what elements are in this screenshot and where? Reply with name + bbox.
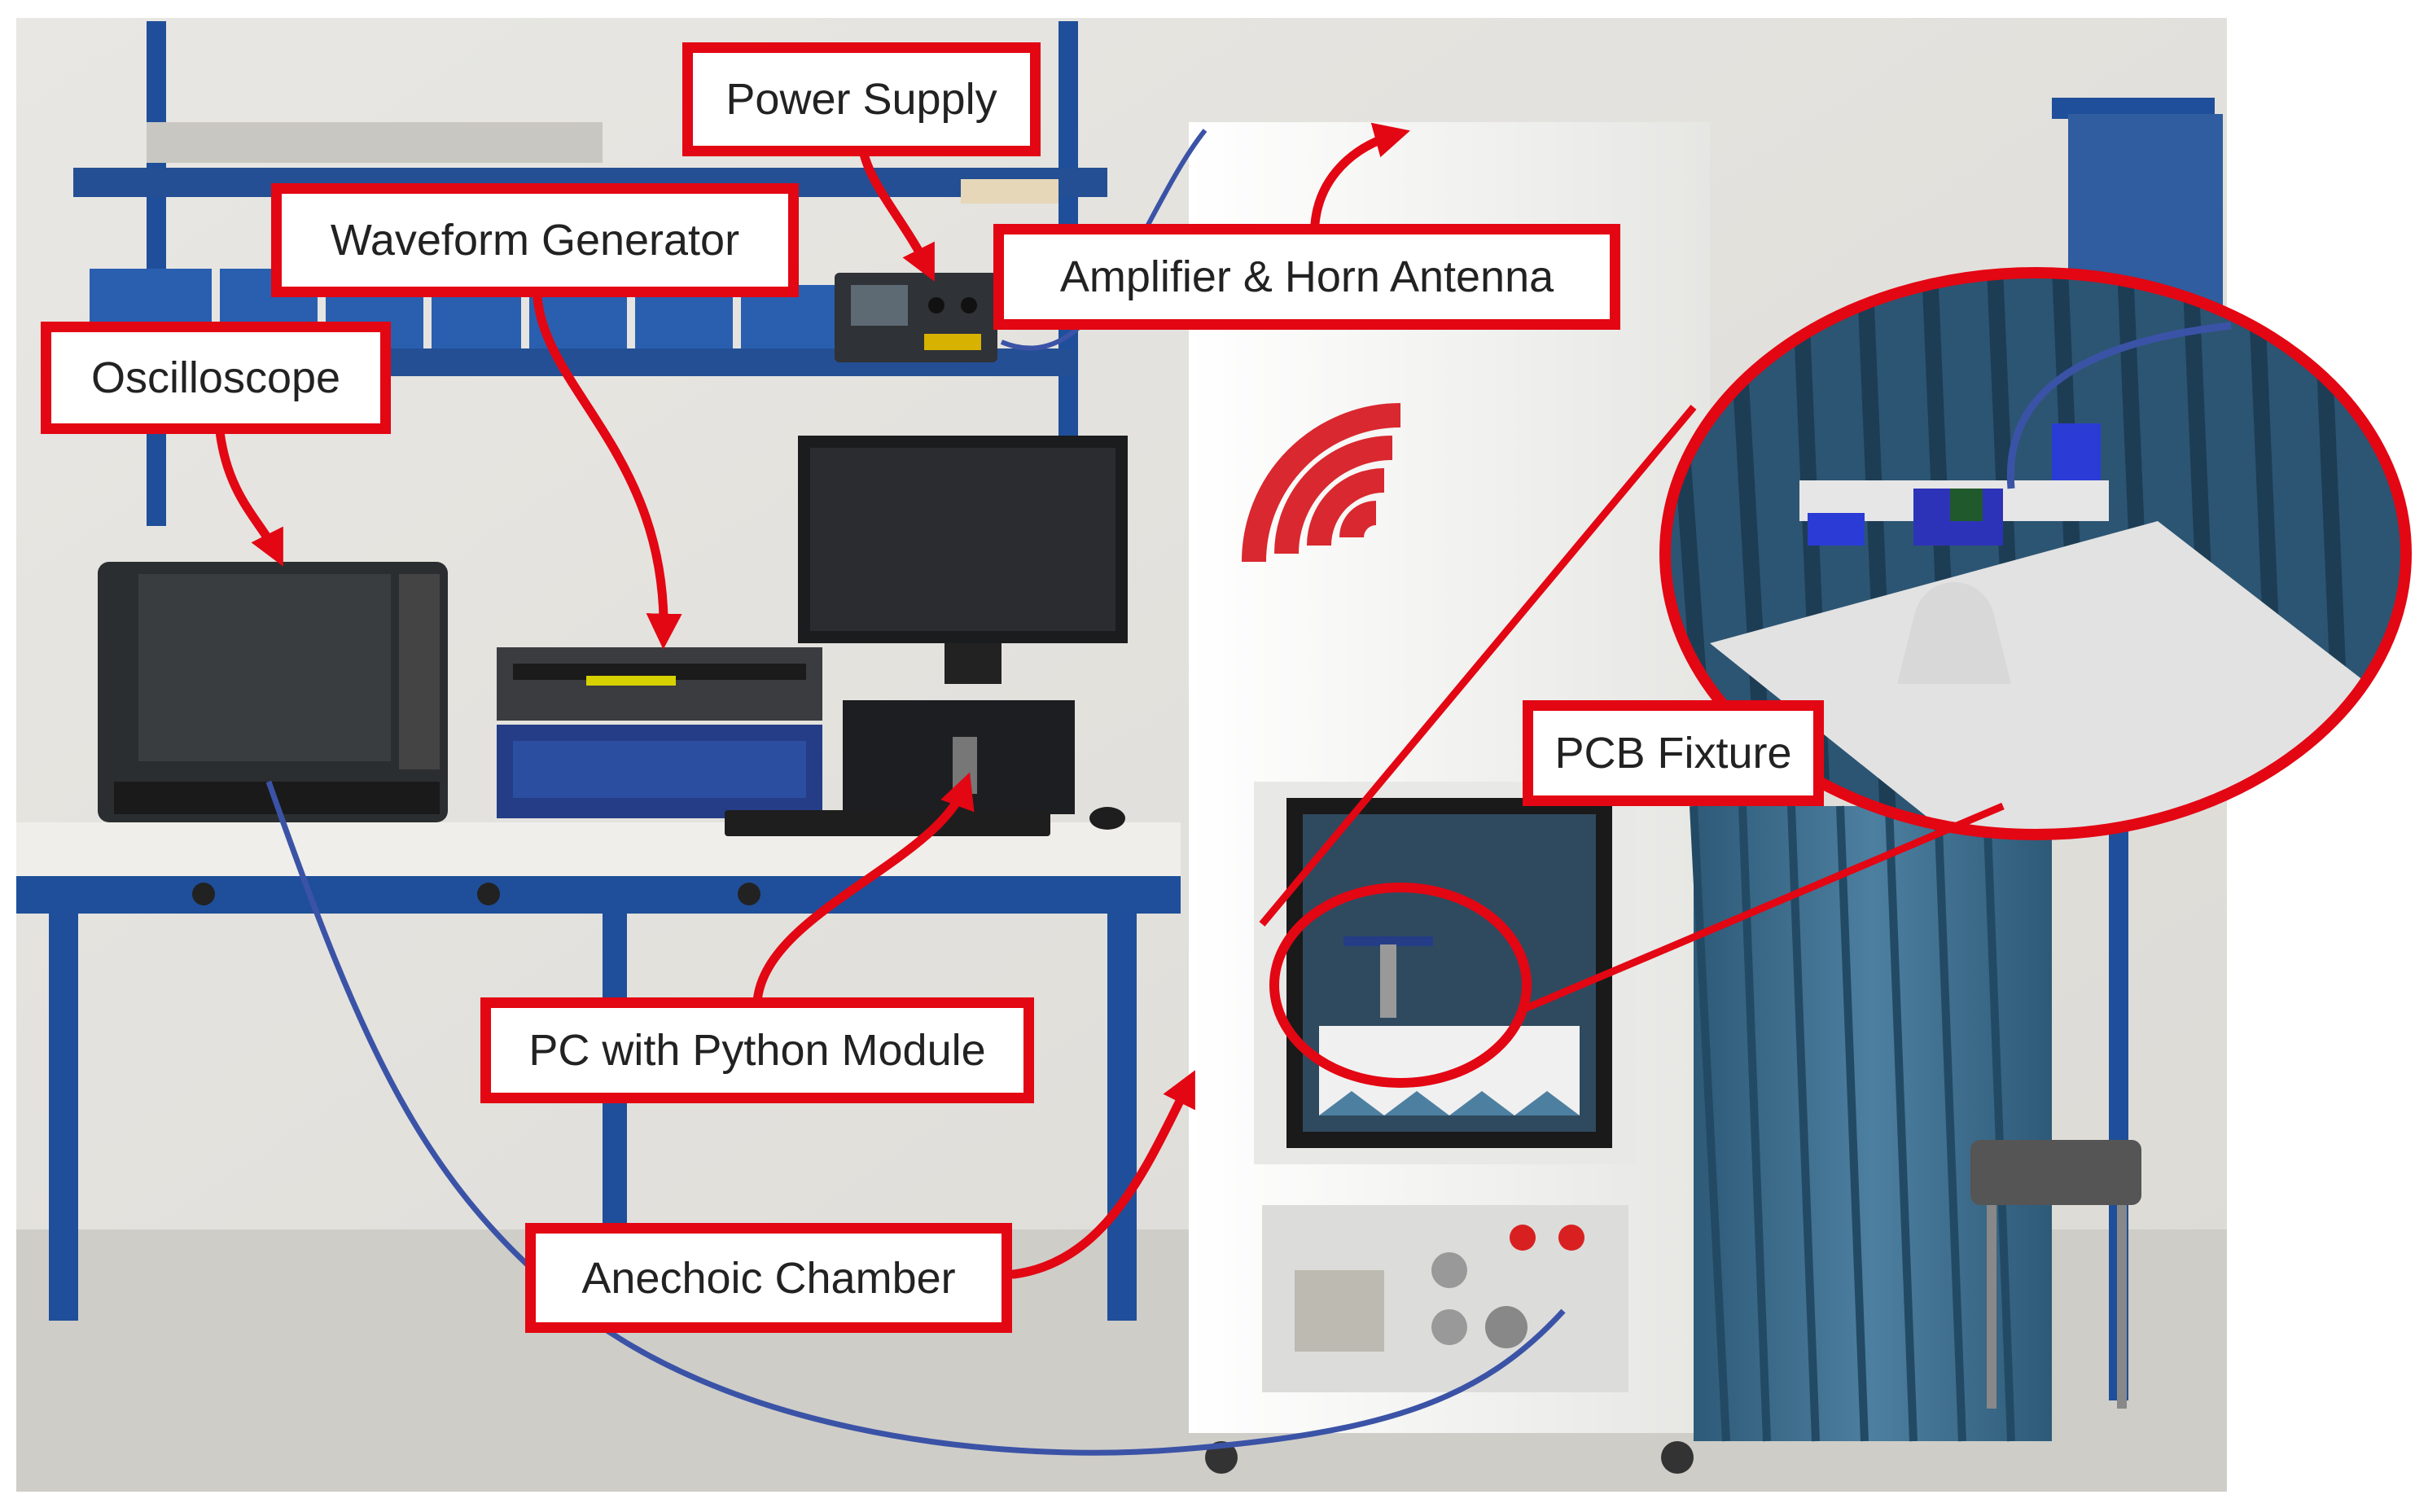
oscilloscope-label: Oscilloscope	[41, 322, 391, 434]
arrow-power-supply	[858, 146, 935, 282]
power-supply-label: Power Supply	[682, 42, 1041, 156]
oscilloscope-instrument	[98, 562, 448, 822]
zoom-connector-top	[1259, 405, 1697, 927]
zoom-circle-outline	[1659, 267, 2412, 840]
pcb-fixture-label: PCB Fixture	[1523, 700, 1824, 806]
arrow-anechoic-chamber	[1009, 1070, 1195, 1279]
arrow-oscilloscope	[215, 427, 283, 567]
zoom-connector-bottom	[1521, 802, 2005, 1014]
pc-python-label: PC with Python Module	[480, 997, 1034, 1103]
coax-cable	[265, 780, 1566, 1456]
power-supply-instrument	[835, 273, 997, 362]
waveform-generator-label: Waveform Generator	[271, 183, 799, 297]
waveform-generator-instrument	[497, 647, 822, 818]
amplifier-horn-label: Amplifier & Horn Antenna	[993, 224, 1620, 330]
arrow-amplifier-horn	[1310, 122, 1410, 229]
arrow-waveform-generator	[533, 292, 682, 650]
chamber-door-foam	[1690, 805, 2052, 1442]
pc-and-monitor	[725, 436, 1128, 836]
wireless-signal-logo	[1242, 403, 1401, 563]
fixture-highlight-circle	[1269, 883, 1532, 1088]
arrow-pc-python	[752, 772, 975, 1006]
anechoic-chamber-label: Anechoic Chamber	[525, 1223, 1012, 1333]
